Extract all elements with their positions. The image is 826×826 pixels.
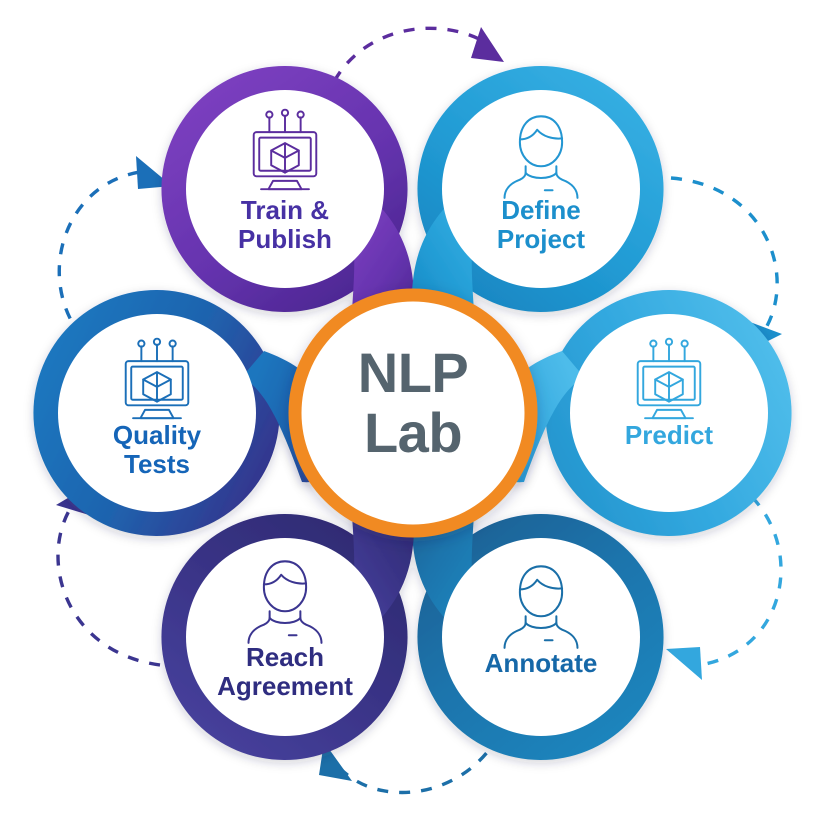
node-label-line2: Publish <box>238 224 332 254</box>
person-icon <box>503 115 579 199</box>
monitor-cube-icon <box>124 337 190 420</box>
person-icon <box>247 560 323 644</box>
node-label-line1: Predict <box>625 420 713 450</box>
node-reach-agreement-content[interactable]: Reach Agreement <box>217 560 353 701</box>
person-icon <box>503 565 579 649</box>
node-label-line1: Define <box>501 195 580 225</box>
arrow-head <box>471 27 504 62</box>
node-label-line2: Agreement <box>217 671 353 701</box>
node-train-publish-content[interactable]: Train & Publish <box>238 108 332 254</box>
arrow-head <box>666 647 702 680</box>
hub-nlp-lab[interactable] <box>288 288 538 538</box>
hub-title-line1: NLP <box>358 341 469 404</box>
hub-title-line2: Lab <box>364 401 462 464</box>
monitor-cube-icon <box>252 108 318 191</box>
node-label-line2: Tests <box>124 449 190 479</box>
node-define-project-content[interactable]: Define Project <box>497 115 585 254</box>
node-quality-tests-content[interactable]: Quality Tests <box>113 337 202 479</box>
monitor-cube-icon <box>636 337 702 420</box>
node-label-line1: Train & <box>241 195 329 225</box>
hub-ring <box>288 288 538 538</box>
node-label-line1: Annotate <box>485 648 598 678</box>
node-label-line2: Project <box>497 224 585 254</box>
node-predict-content[interactable]: Predict <box>625 337 713 450</box>
arrow-predict-to-annotate <box>666 495 783 680</box>
node-label-line1: Reach <box>246 642 324 672</box>
node-annotate-content[interactable]: Annotate <box>485 565 598 678</box>
node-label-line1: Quality <box>113 420 202 450</box>
